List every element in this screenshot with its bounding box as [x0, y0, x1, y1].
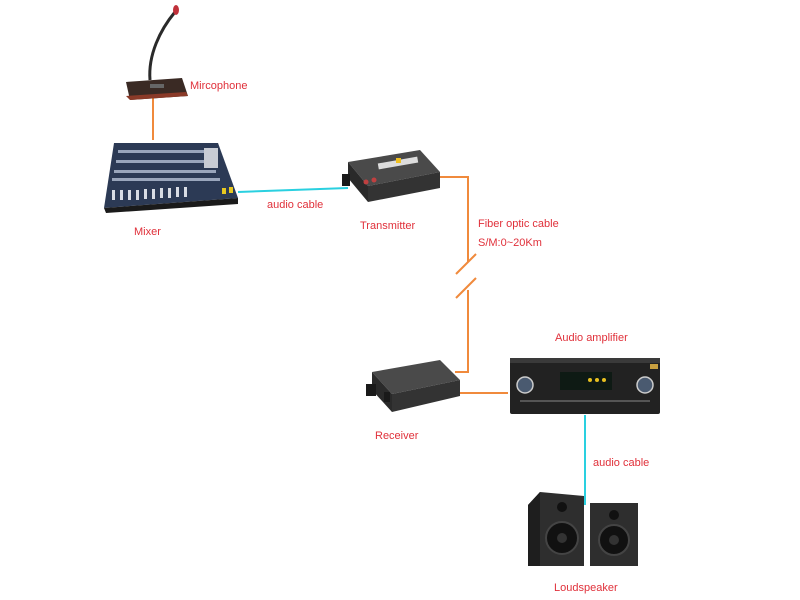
transmitter-label: Transmitter [360, 220, 416, 232]
fiber-distance-label: S/M:0~20Km [478, 237, 542, 249]
loudspeaker-label: Loudspeaker [554, 582, 618, 594]
fiber-break-mark-1 [455, 253, 477, 275]
amplifier-speaker-cable-label: audio cable [593, 457, 650, 469]
fiber-optic-cable-lower [455, 290, 469, 373]
fiber-receiver-icon [366, 360, 460, 412]
receiver-label: Receiver [375, 430, 419, 442]
fiber-cable-label: Fiber optic cable [478, 218, 559, 230]
mixer-label: Mixer [134, 226, 161, 238]
amplifier-icon [510, 358, 660, 414]
amplifier-label: Audio amplifier [555, 332, 628, 344]
fiber-transmitter-icon [342, 150, 440, 202]
mixer-transmitter-cable-label: audio cable [267, 199, 324, 211]
mixer-to-transmitter-audio-cable [237, 187, 349, 193]
loudspeaker-icon [528, 492, 638, 566]
fiber-break-mark-2 [455, 277, 477, 299]
fiber-optic-cable [440, 176, 469, 262]
microphone-icon [126, 5, 188, 100]
microphone-label: Mircophone [190, 80, 248, 92]
mixer-icon [104, 143, 238, 213]
